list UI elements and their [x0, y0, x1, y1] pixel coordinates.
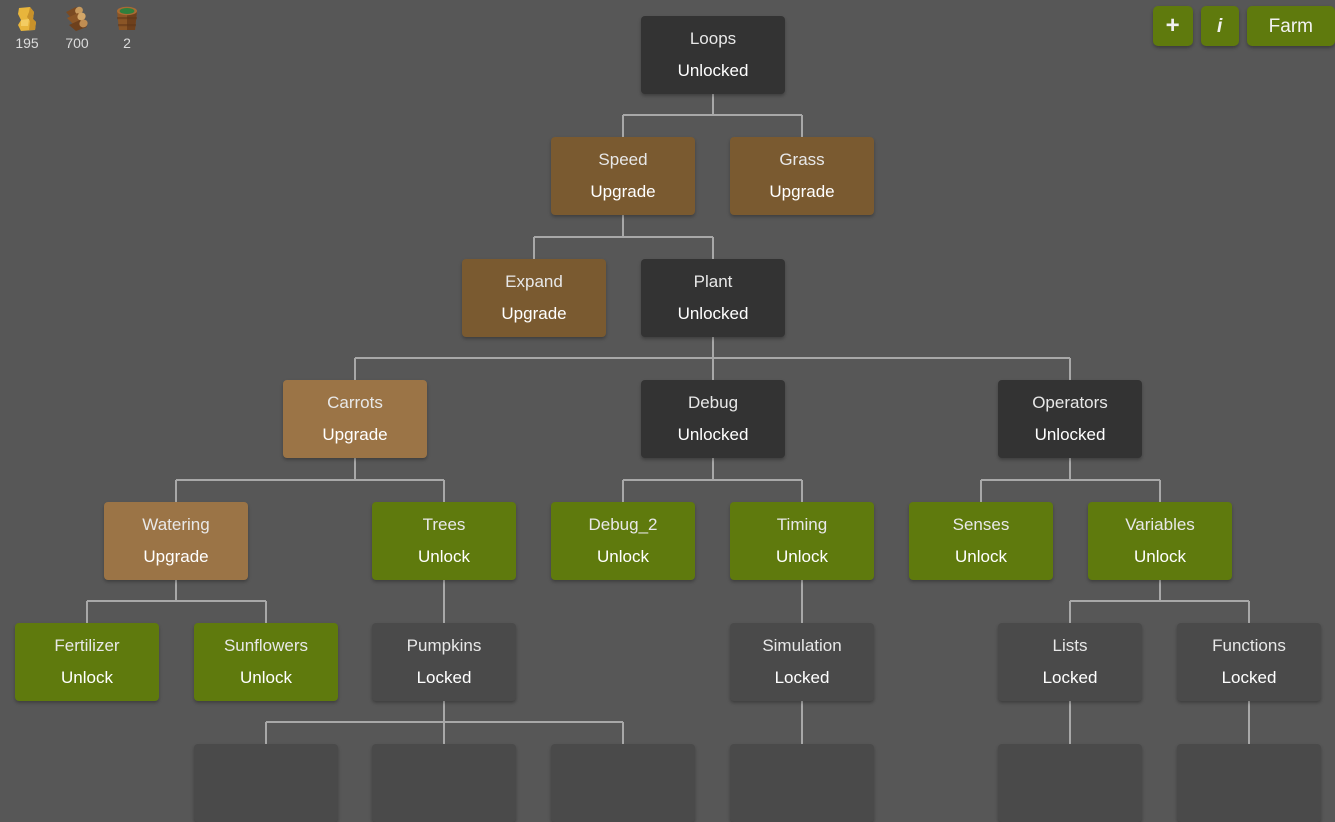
skill-node-status: Unlocked — [677, 304, 749, 323]
skill-node-status: Unlocked — [677, 425, 749, 444]
skill-node-title: Functions — [1212, 636, 1286, 655]
resource-wood: 700 — [60, 4, 94, 51]
skill-node-row6b[interactable] — [372, 744, 516, 822]
skill-node-status: Unlock — [597, 547, 649, 566]
skill-node-title: Simulation — [762, 636, 842, 655]
hay-bale-icon — [10, 4, 44, 34]
resource-bar: 195 700 — [10, 4, 144, 51]
skill-node-status: Unlocked — [677, 61, 749, 80]
skill-node-status: Upgrade — [143, 547, 209, 566]
skill-node-status: Upgrade — [501, 304, 567, 323]
skill-node-status: Unlock — [61, 668, 113, 687]
skill-node-row6c[interactable] — [551, 744, 695, 822]
skill-node-title: Loops — [689, 29, 737, 48]
info-button[interactable]: i — [1200, 6, 1239, 46]
skill-node-title: Grass — [779, 150, 825, 169]
skill-node-title: Variables — [1125, 515, 1195, 534]
skill-node-title: Plant — [693, 272, 733, 291]
top-button-bar: + i Farm — [1152, 6, 1335, 46]
bucket-icon — [110, 4, 144, 34]
skill-node-status: Locked — [774, 668, 830, 687]
skill-node-title: Trees — [422, 515, 466, 534]
skill-node-status: Locked — [1221, 668, 1277, 687]
skill-node-title: Lists — [1052, 636, 1088, 655]
skill-node-title: Debug — [687, 393, 739, 412]
skill-node-title: Watering — [142, 515, 210, 534]
skill-node-title: Carrots — [327, 393, 383, 412]
wood-logs-icon — [60, 4, 94, 34]
skill-node-row6a[interactable] — [194, 744, 338, 822]
skill-node-title: Speed — [598, 150, 648, 169]
skill-node-title: Expand — [505, 272, 563, 291]
skill-node-title: Operators — [1032, 393, 1108, 412]
skill-node-status: Upgrade — [769, 182, 835, 201]
resource-hay-count: 195 — [15, 35, 39, 51]
resource-hay: 195 — [10, 4, 44, 51]
skill-node-title: Senses — [952, 515, 1010, 534]
resource-wood-count: 700 — [65, 35, 89, 51]
add-button[interactable]: + — [1152, 6, 1193, 46]
skill-node-row6f[interactable] — [1177, 744, 1321, 822]
resource-bucket-count: 2 — [123, 35, 131, 51]
skill-node-status: Unlock — [955, 547, 1007, 566]
skill-node-status: Upgrade — [590, 182, 656, 201]
skill-node-title: Fertilizer — [54, 636, 120, 655]
skill-node-status: Unlock — [776, 547, 828, 566]
skill-node-status: Unlock — [1134, 547, 1186, 566]
farm-button[interactable]: Farm — [1246, 6, 1335, 46]
skill-node-status: Upgrade — [322, 425, 388, 444]
resource-bucket: 2 — [110, 4, 144, 51]
skill-node-status: Unlock — [240, 668, 292, 687]
skill-node-row6d[interactable] — [730, 744, 874, 822]
skill-node-title: Timing — [776, 515, 828, 534]
skill-node-title: Sunflowers — [223, 636, 309, 655]
skill-node-title: Debug_2 — [588, 515, 658, 534]
skill-node-status: Locked — [1042, 668, 1098, 687]
skill-node-row6e[interactable] — [998, 744, 1142, 822]
skill-node-status: Unlock — [418, 547, 470, 566]
skill-node-title: Pumpkins — [406, 636, 482, 655]
skill-node-status: Unlocked — [1034, 425, 1106, 444]
skill-node-status: Locked — [416, 668, 472, 687]
